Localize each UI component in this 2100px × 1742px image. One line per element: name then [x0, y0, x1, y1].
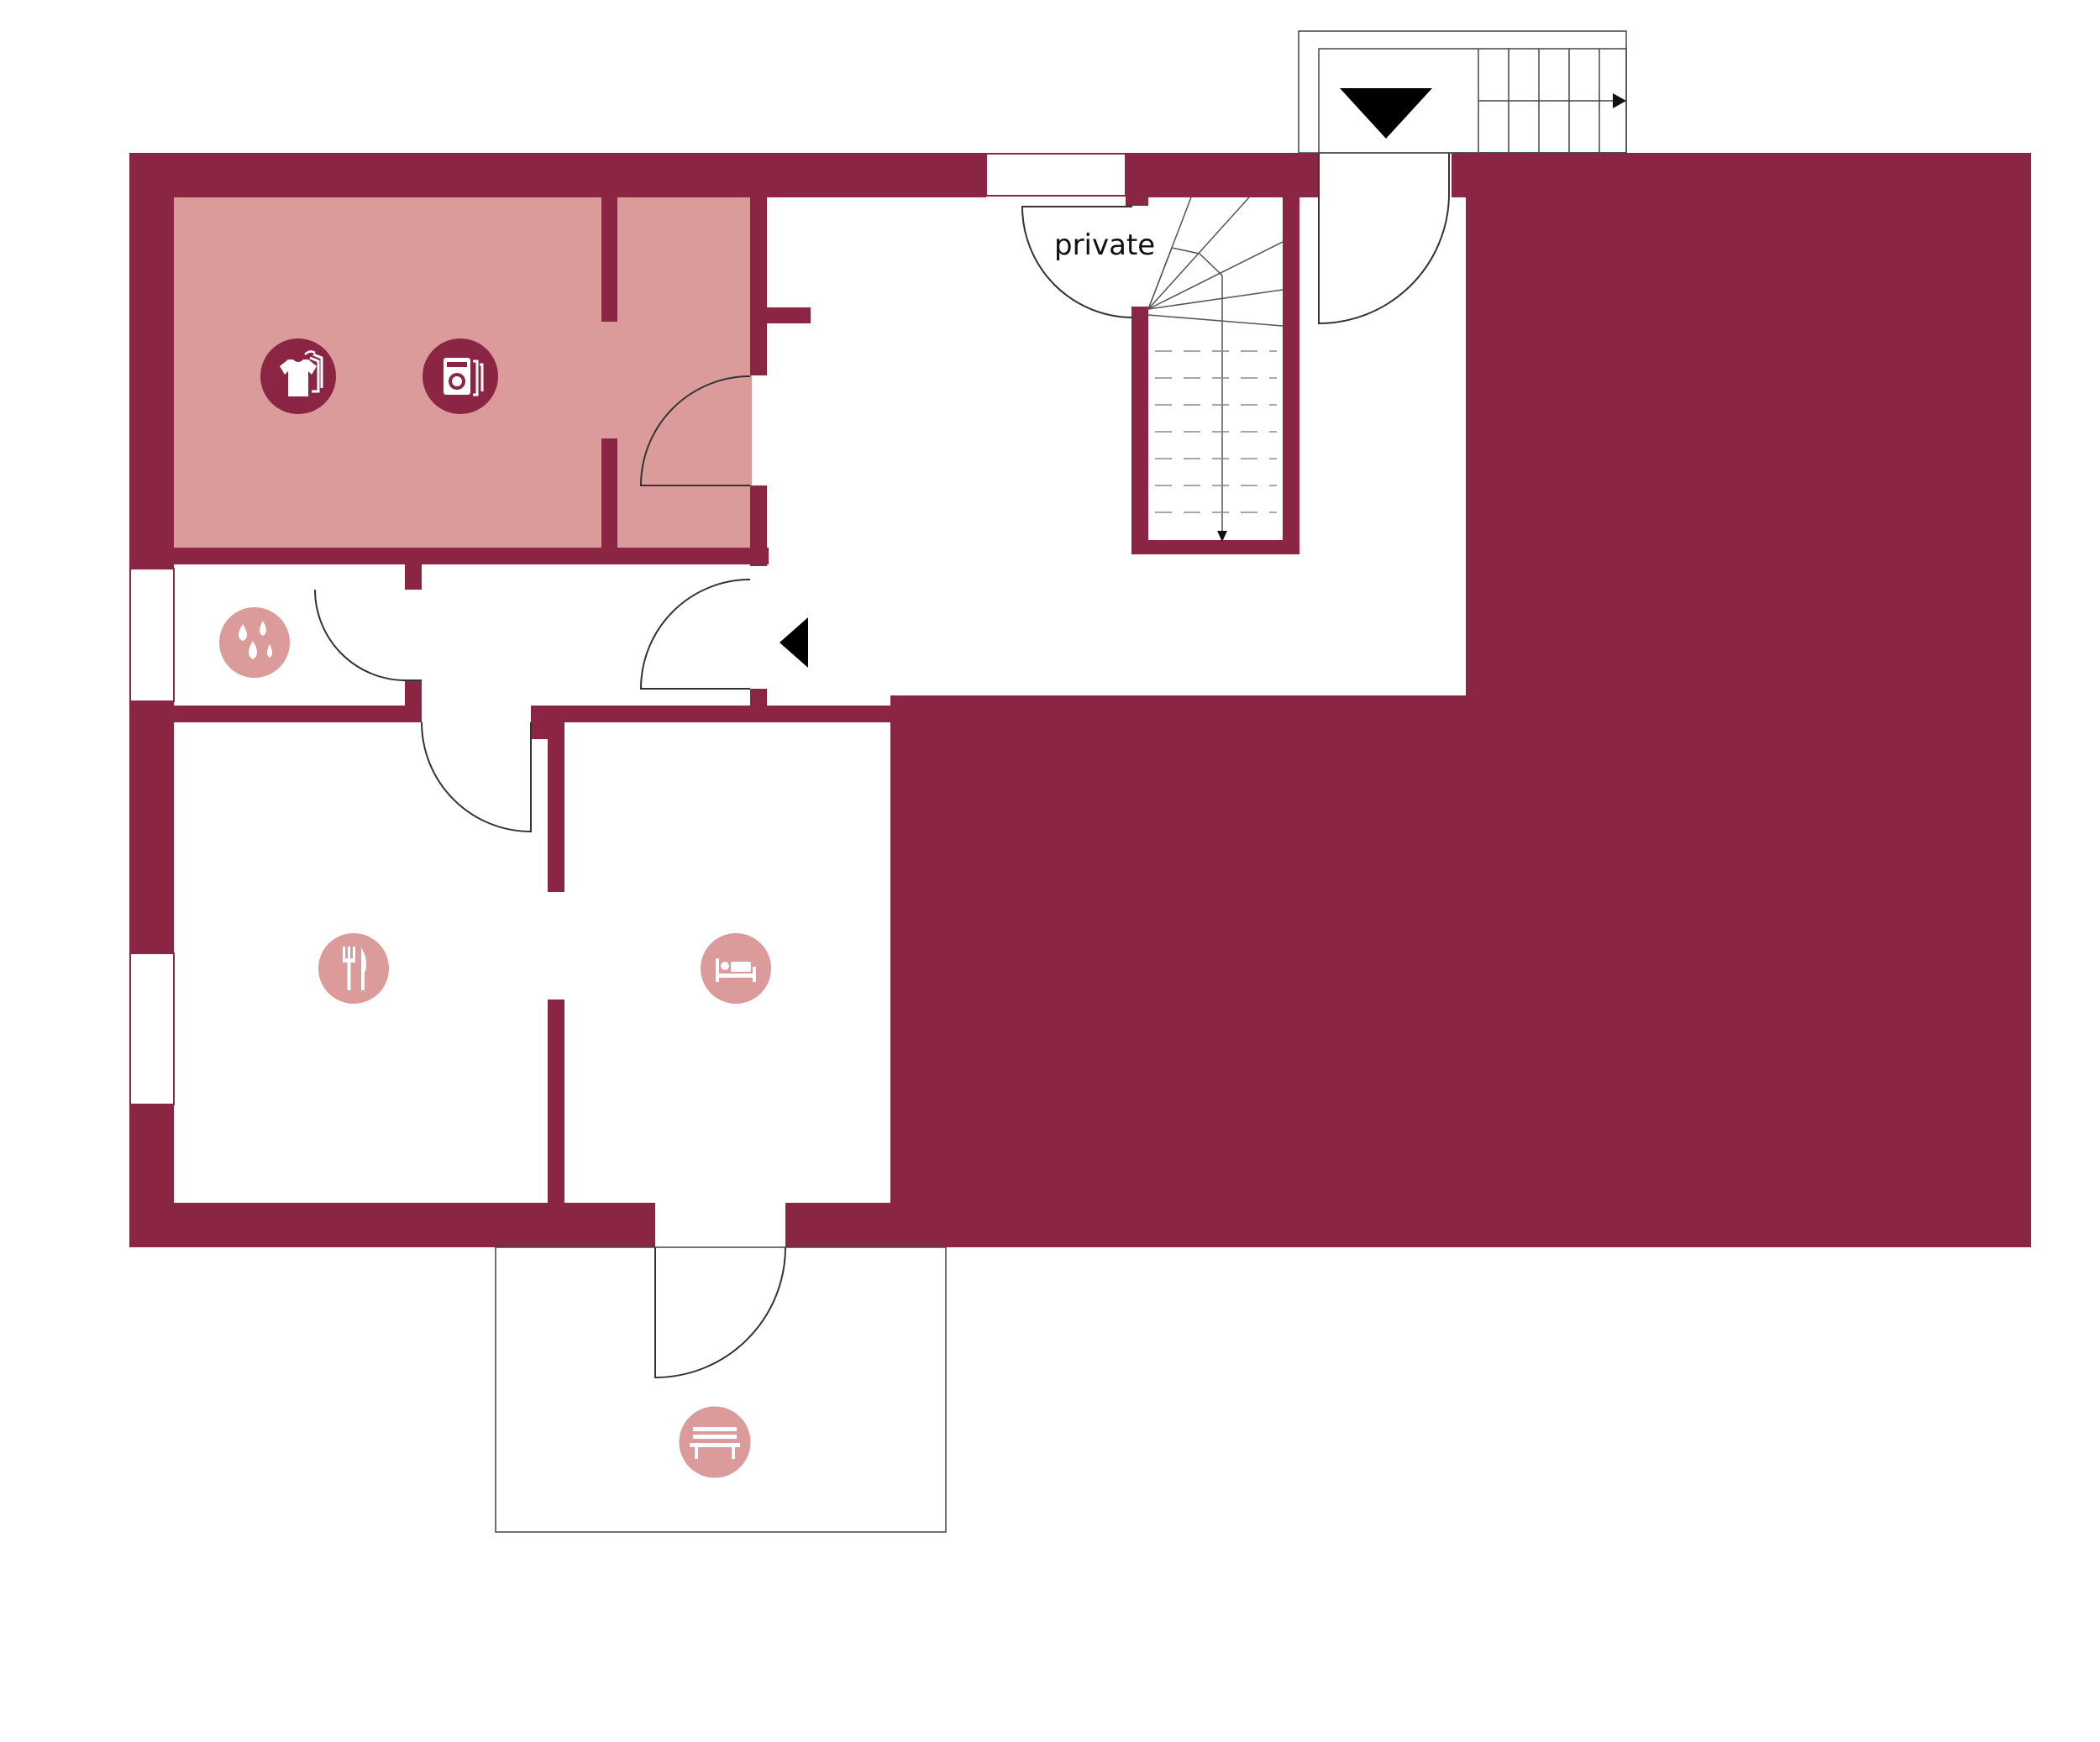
- wall-utility-partition-lower: [601, 438, 617, 552]
- stair-winder: [1147, 314, 1284, 327]
- bed-icon: [701, 933, 771, 1004]
- wall-utility-partition-upper: [601, 197, 617, 322]
- entrance-arrow-left-icon: [780, 617, 808, 668]
- washing-machine-icon: [423, 338, 498, 414]
- bench-icon: [676, 1404, 753, 1481]
- doors: [314, 153, 1450, 1379]
- ext-stair-arrowhead: [1613, 93, 1626, 108]
- stair-treads: [1155, 350, 1277, 513]
- interior-stair: [1147, 197, 1284, 538]
- bathroom-water-drops-icon: [219, 607, 290, 678]
- door-bathroom-swing: [314, 589, 422, 681]
- wall-top-left: [129, 153, 986, 197]
- wall-stair-bottom: [1131, 540, 1299, 554]
- walls: [129, 153, 2031, 1247]
- terrace-outline: [495, 1246, 947, 1533]
- window-left-dining: [129, 952, 175, 1105]
- door-hall: [639, 579, 751, 690]
- clothes-icon: [260, 338, 336, 414]
- wall-bath-right-upper: [405, 564, 422, 590]
- wall-utility-right-upper: [750, 197, 767, 375]
- wall-bottom-left: [129, 1203, 655, 1247]
- door-terrace: [654, 1246, 786, 1379]
- windows: [129, 153, 1126, 1105]
- wall-hall-bottom-right: [750, 706, 1264, 722]
- window-left-bath: [129, 568, 175, 702]
- wall-left-1: [129, 153, 174, 569]
- wall-utility-right-lower: [750, 485, 767, 566]
- wall-stair-left: [1131, 307, 1148, 554]
- wall-top-mid: [1126, 153, 1319, 197]
- wall-partition-top: [532, 722, 548, 739]
- stair-winder: [1147, 241, 1284, 310]
- entrance-arrow-down-icon: [1340, 88, 1432, 139]
- door-stair: [1021, 206, 1133, 318]
- stair-path: [1147, 247, 1223, 538]
- wall-block-bottom: [890, 695, 2031, 1247]
- wall-partition-upper: [548, 722, 564, 892]
- dining-icon: [318, 933, 389, 1004]
- wall-bath-bottom: [174, 706, 422, 722]
- wall-hall-bottom-left: [531, 706, 752, 722]
- door-entry: [1318, 153, 1450, 325]
- wall-stair-top-stub: [1126, 197, 1148, 206]
- window-top: [985, 153, 1126, 197]
- door-utility: [639, 375, 751, 486]
- wall-utility-bottom: [174, 548, 769, 564]
- wall-block-step: [1256, 695, 1474, 706]
- door-dining: [421, 721, 532, 833]
- wall-hall-door-jamb: [750, 689, 767, 722]
- stair-direction-arrowhead: [1217, 531, 1227, 542]
- wall-partition-lower: [548, 1000, 564, 1205]
- wall-stub: [767, 307, 811, 323]
- stair-winder: [1147, 289, 1284, 310]
- stair-label: private: [1054, 228, 1155, 262]
- wall-stair-right: [1283, 197, 1299, 554]
- wall-left-2: [129, 701, 174, 953]
